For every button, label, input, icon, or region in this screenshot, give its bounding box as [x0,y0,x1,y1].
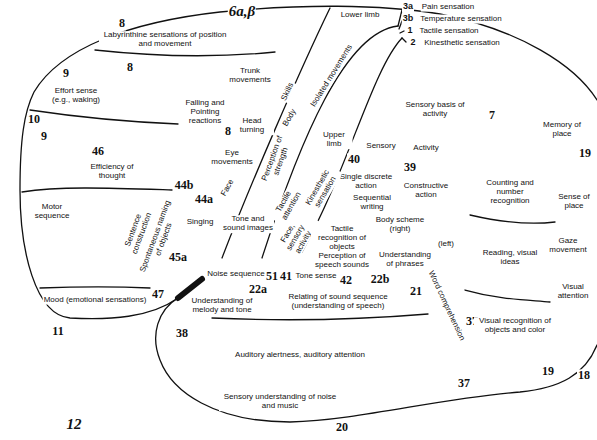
area-number: 1 [406,26,413,36]
region-label: Constructive action [398,182,455,200]
region-border [95,50,275,56]
area-number: 20 [335,421,349,434]
region-label: Body [281,107,299,129]
region-border [40,287,150,288]
area-number: 3b [402,14,415,24]
region-label: Noise sequence [206,270,265,279]
region-label: Word comprehension [426,269,467,343]
area-number: 18 [577,369,591,382]
sylvian-fissure [178,279,202,298]
area-number: 2 [409,38,416,48]
region-label: Understanding of melody and tone [186,297,258,315]
region-label: Effort sense (e.g., waking) [44,87,108,105]
area-number: 22a [248,283,268,296]
area-number: 8 [126,61,134,74]
region-label: Visual recognition of objects and color [474,317,556,335]
area-number: 44b [174,179,195,192]
region-label: Tone and sound images [222,215,274,233]
area-number: 44a [194,193,214,206]
region-label: Tactile sensation [418,27,479,36]
area-number: 7 [488,109,496,122]
region-label: Skills [280,81,297,103]
region-label: Upper limb [316,131,353,149]
region-label: Face [219,177,237,199]
region-label: Visual attention [552,283,594,301]
region-label: Pain sensation [421,3,475,12]
area-number: 21 [409,285,423,298]
brain-outline [156,298,597,422]
area-number: 51 [265,270,279,283]
region-label: Tone sense [295,272,338,281]
region-label: Isolated movements [309,42,355,109]
region-border [212,314,428,320]
area-number: 19 [578,147,592,160]
area-number: 8 [118,17,126,30]
region-border [465,290,550,302]
region-label: Understanding of phrases [377,251,434,269]
figure-number: 12 [66,416,83,433]
region-label: Perception of speech sounds [310,252,374,270]
leader-line [402,38,406,42]
region-label: Mood (emotional sensations) [43,296,148,305]
region-label: Efficiency of thought [84,163,141,181]
region-border [22,188,172,192]
region-label: Reading, visual ideas [479,249,541,267]
region-label: Head turning [230,117,274,135]
area-number: 41 [279,270,293,283]
region-label: Sensory understanding of noise and music [219,393,341,411]
area-number: 9 [40,130,48,143]
area-number: 22b [370,273,391,286]
area-number: 47 [151,288,165,301]
area-number: 38 [175,327,189,340]
region-label: Counting and number recognition [479,179,541,205]
region-label: Single discrete action [338,173,395,191]
area-number: 37 [457,377,471,390]
region-label: Labyrinthine sensations of position and … [99,31,231,49]
region-label: Motor sequence [29,203,76,221]
brain-outline [20,6,597,318]
region-label: Temperature sensation [419,15,502,24]
area-number: 3a [402,2,414,12]
region-label: Kinesthetic sensation [302,164,342,216]
area-number: 42 [339,274,353,287]
leader-line [400,31,404,33]
region-label: Sequential writing [346,194,398,212]
region-label: Activity [412,144,439,153]
region-label: Trunk movements [227,67,274,85]
region-label: Eye movements [209,149,256,167]
region-label: Auditory alertness, auditory attention [234,351,366,360]
region-border [30,110,178,124]
area-number: 45a [168,251,188,264]
region-label: Singing [186,218,215,227]
region-label: Sense of place [556,193,593,211]
area-number: 11 [51,325,64,338]
region-label: Sensory basis of activity [399,101,471,119]
figure-number: 6a,β [228,3,256,20]
area-number: 9 [62,67,70,80]
region-label: Lower limb [340,11,381,20]
region-border [470,215,555,223]
area-number: 39 [403,161,417,174]
region-label: Sensory [365,142,396,151]
region-label: Relating of sound sequence (understandin… [272,293,404,311]
region-label: Falling and Pointing reactions [180,99,230,125]
region-label: Kinesthetic sensation [423,39,501,48]
area-number: 46 [91,145,105,158]
region-label: Gaze movement [547,237,589,255]
region-label: Tactile recognition of objects [311,225,373,251]
area-number: 10 [27,113,41,126]
area-number: 40 [347,153,361,166]
region-label: (left) [437,240,455,249]
region-label: Memory of place [537,121,587,139]
area-number: 8 [224,125,232,138]
region-label: Body scheme (right) [374,216,426,234]
area-number: 19 [541,365,555,378]
